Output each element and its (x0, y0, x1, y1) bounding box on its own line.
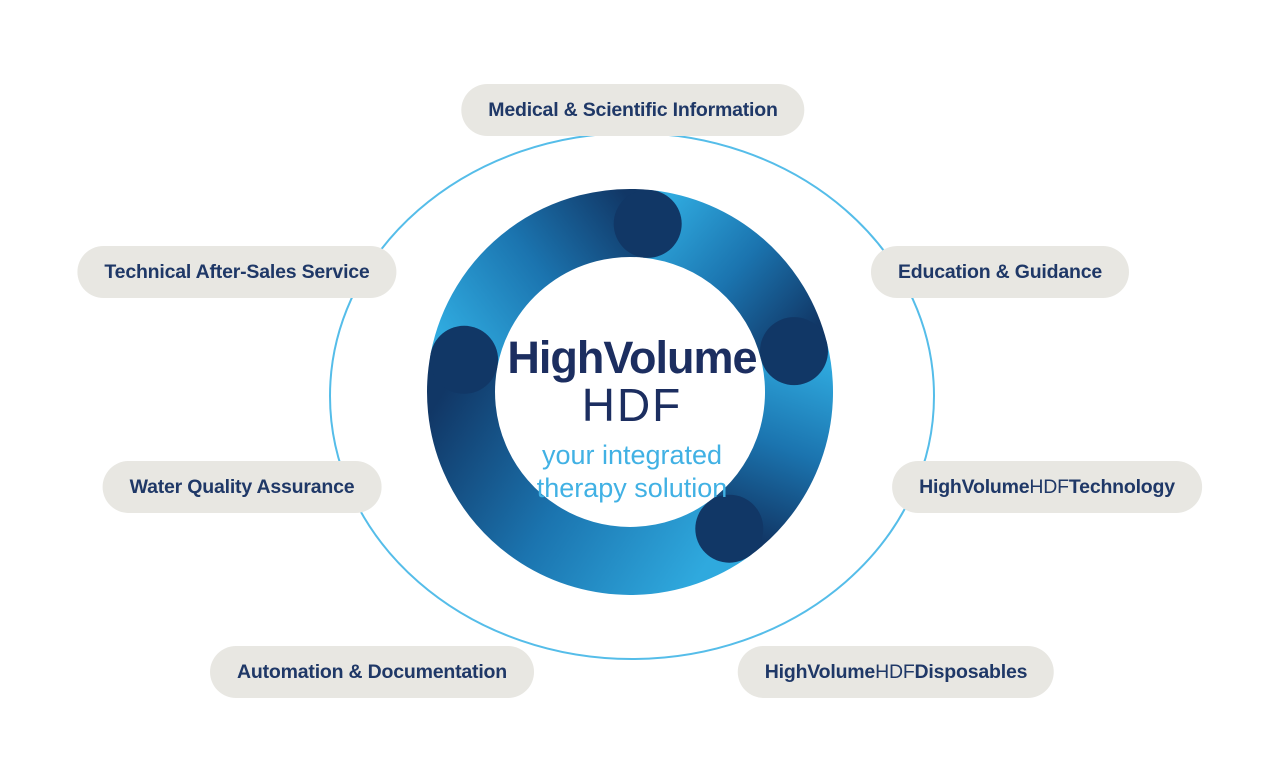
center-tagline: your integrated therapy solution (472, 439, 792, 505)
label-pill-medical-scientific-information: Medical & Scientific Information (461, 84, 805, 136)
label-pill-automation-documentation: Automation & Documentation (210, 646, 534, 698)
ring-segment-cap-top (613, 189, 682, 258)
ring-segment-cap-right (760, 317, 828, 386)
ring-segment-cap-bottom (695, 494, 764, 563)
ring-segment-cap-left (430, 325, 499, 394)
center-text-block: HighVolume HDF your integrated therapy s… (472, 334, 792, 505)
center-tagline-line1: your integrated (541, 440, 723, 470)
label-pill-education-guidance: Education & Guidance (870, 246, 1130, 298)
center-subtitle: HDF (581, 379, 683, 431)
center-tagline-line2: therapy solution (536, 473, 728, 503)
center-title: HighVolume (507, 332, 757, 383)
ring-segment-left-top (430, 189, 652, 368)
label-pill-technical-after-sales-service: Technical After-Sales Service (77, 246, 397, 298)
label-pill-water-quality-assurance: Water Quality Assurance (102, 461, 382, 513)
ring-segment-bottom-left (427, 353, 750, 595)
